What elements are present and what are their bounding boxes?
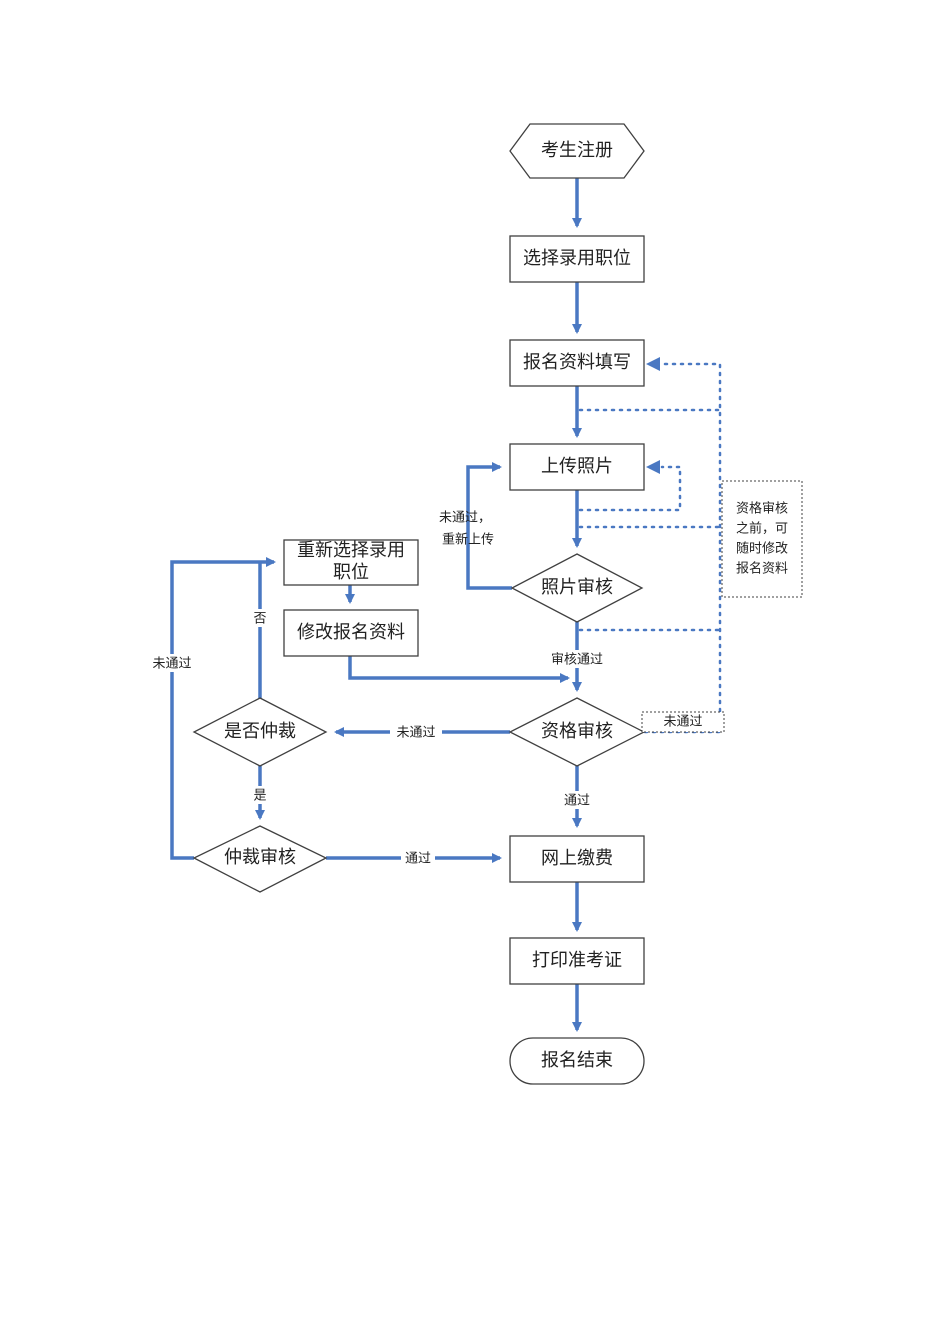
qualification-fail-dashed-label: 未通过 bbox=[663, 715, 702, 730]
solid-connectors bbox=[170, 178, 582, 1032]
photo-review-label: 照片审核 bbox=[541, 577, 613, 598]
edge-photo-fail-to-upload bbox=[466, 462, 512, 590]
arbitration-pass-label: 通过 bbox=[405, 852, 431, 867]
node-end: 报名结束 bbox=[509, 1037, 645, 1085]
qualification-pass-label: 通过 bbox=[564, 794, 590, 809]
register-label: 考生注册 bbox=[541, 140, 613, 161]
arbitration-decision-label: 是否仲裁 bbox=[224, 721, 296, 742]
node-fill-info: 报名资料填写 bbox=[509, 339, 645, 387]
node-arbitration-review: 仲裁审核 bbox=[192, 825, 328, 893]
node-photo-review: 照片审核 bbox=[510, 553, 644, 623]
qualification-review-label: 资格审核 bbox=[541, 721, 613, 742]
arbitration-no-label: 否 bbox=[253, 612, 266, 627]
upload-photo-label: 上传照片 bbox=[541, 456, 613, 477]
note-line-1: 资格审核 bbox=[736, 501, 788, 517]
dotted-arrow-to-fill bbox=[646, 357, 660, 371]
node-select-position: 选择录用职位 bbox=[509, 235, 645, 283]
dotted-arrow-to-upload bbox=[646, 460, 660, 474]
edge-modify-to-qualification bbox=[348, 656, 570, 683]
node-arbitration-decision: 是否仲裁 bbox=[192, 697, 328, 767]
modify-anytime-note: 资格审核 之前，可 随时修改 报名资料 bbox=[721, 480, 803, 598]
arbitration-yes-label: 是 bbox=[253, 789, 266, 804]
note-line-3: 随时修改 bbox=[736, 542, 788, 557]
fill-info-label: 报名资料填写 bbox=[523, 352, 631, 373]
photo-fail-label-line1: 未通过， bbox=[439, 511, 491, 526]
edge-labels: 未通过， 重新上传 审核通过 未通过 通过 是 否 未通过 通过 未通过 bbox=[146, 511, 725, 867]
arbitration-review-label: 仲裁审核 bbox=[224, 847, 296, 868]
dotted-qualification-to-fill bbox=[643, 362, 722, 734]
select-position-label: 选择录用职位 bbox=[523, 248, 631, 269]
node-print-ticket: 打印准考证 bbox=[509, 937, 645, 985]
note-line-2: 之前，可 bbox=[736, 521, 788, 537]
reselect-label-line1: 重新选择录用 bbox=[297, 540, 405, 561]
node-upload-photo: 上传照片 bbox=[509, 443, 645, 491]
node-online-payment: 网上缴费 bbox=[509, 835, 645, 883]
photo-pass-label: 审核通过 bbox=[551, 653, 603, 668]
modify-info-label: 修改报名资料 bbox=[297, 622, 405, 643]
note-line-4: 报名资料 bbox=[736, 561, 788, 577]
node-register: 考生注册 bbox=[509, 123, 645, 179]
reselect-label-line2: 职位 bbox=[333, 562, 369, 583]
dotted-arrowheads bbox=[646, 357, 660, 474]
node-qualification-review: 资格审核 bbox=[508, 697, 646, 767]
dotted-connectors bbox=[578, 362, 722, 734]
qualification-fail-label: 未通过 bbox=[396, 726, 435, 741]
end-label: 报名结束 bbox=[541, 1050, 613, 1071]
arbitration-fail-label: 未通过 bbox=[152, 657, 191, 672]
online-payment-label: 网上缴费 bbox=[541, 848, 613, 869]
node-modify-info: 修改报名资料 bbox=[283, 609, 419, 657]
print-ticket-label: 打印准考证 bbox=[532, 950, 622, 971]
node-reselect-position: 重新选择录用 职位 bbox=[283, 539, 419, 586]
photo-fail-label-line2: 重新上传 bbox=[442, 532, 494, 548]
dotted-upload-return bbox=[578, 465, 682, 512]
edge-arbitration-fail-to-reselect bbox=[170, 557, 276, 860]
